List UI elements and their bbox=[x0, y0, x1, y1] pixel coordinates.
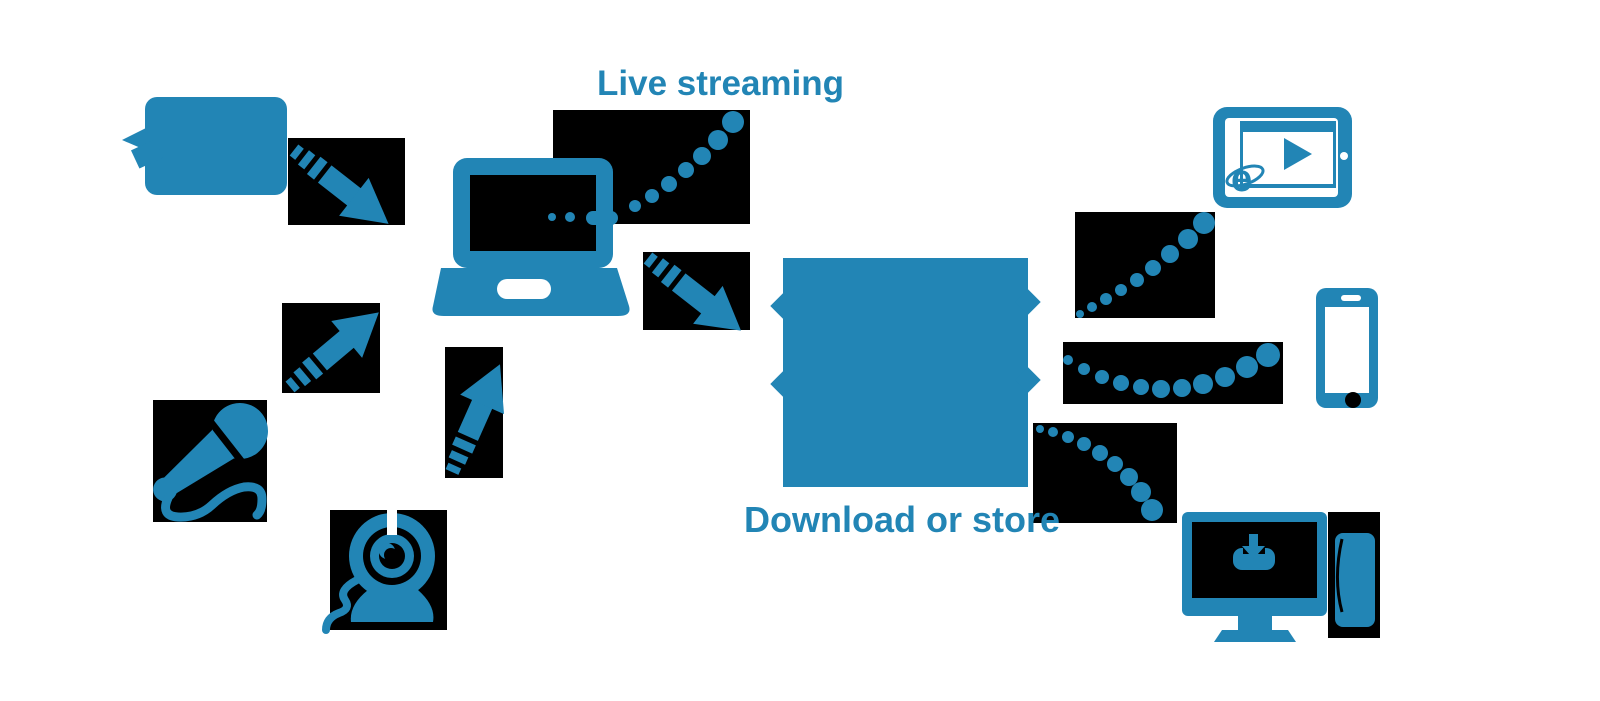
dotted-arc-stream-icon bbox=[548, 111, 744, 225]
striped-arrow-1-icon bbox=[289, 144, 389, 224]
ie-logo-letter: e bbox=[1231, 158, 1252, 200]
webcam-icon bbox=[322, 507, 435, 634]
striped-arrow-2-icon bbox=[643, 252, 741, 331]
video-camera-icon bbox=[122, 97, 287, 195]
desktop-computer-icon bbox=[1182, 512, 1375, 642]
home-button bbox=[1345, 392, 1361, 408]
dotted-arc-tablet-icon bbox=[1076, 212, 1215, 318]
bottom-label: Download or store bbox=[744, 499, 1061, 540]
tablet-camera-dot bbox=[1340, 152, 1348, 160]
microphone-icon bbox=[153, 403, 268, 522]
dotted-arc-phone-icon bbox=[1063, 343, 1280, 398]
striped-arrow-3-icon bbox=[285, 312, 379, 393]
play-icon bbox=[1284, 138, 1312, 170]
smartphone-icon bbox=[1316, 288, 1378, 408]
top-label: Live streaming bbox=[597, 64, 845, 103]
computer-tower bbox=[1335, 533, 1375, 627]
streaming-server-box bbox=[770, 258, 1041, 487]
laptop-icon bbox=[432, 158, 630, 316]
striped-arrow-4-icon bbox=[445, 364, 505, 475]
download-icon bbox=[1233, 534, 1275, 570]
placeholder-box-arc-tablet bbox=[1075, 212, 1215, 318]
dotted-arc-desktop-icon bbox=[1036, 425, 1163, 521]
tablet-icon: e bbox=[1213, 107, 1352, 208]
internet-explorer-icon: e bbox=[1225, 158, 1265, 200]
